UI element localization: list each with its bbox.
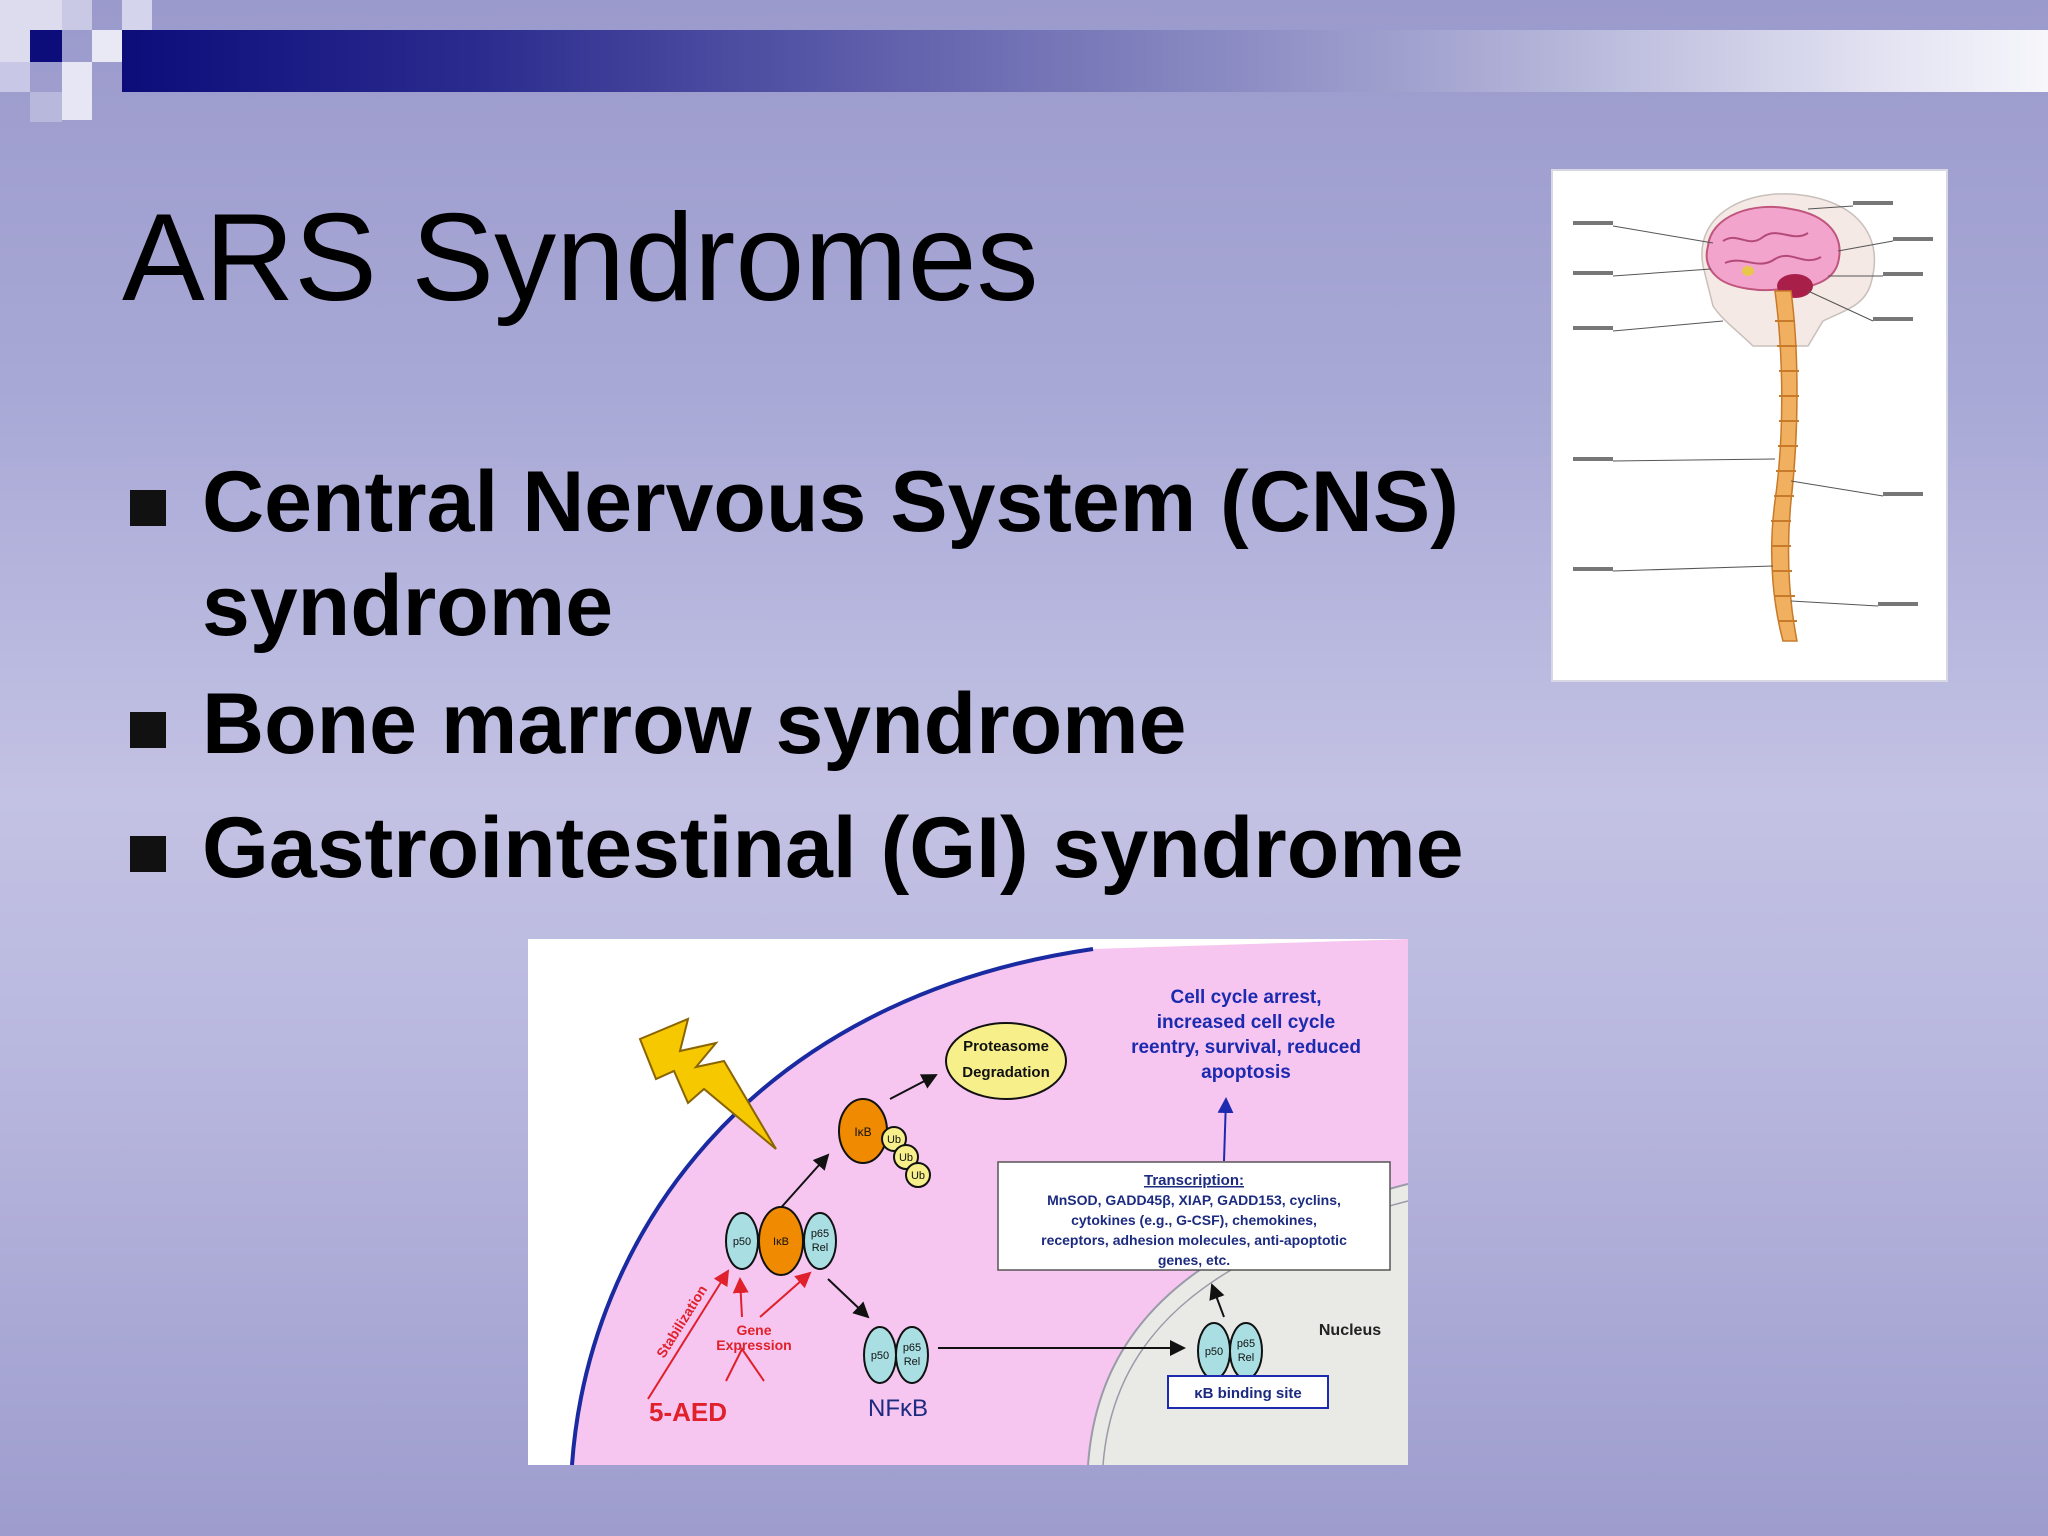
label-leaders <box>1612 205 1894 607</box>
ubiquitin-circle <box>905 1162 931 1188</box>
proteasome-label: Proteasome <box>963 1038 1049 1055</box>
decor-square <box>92 30 122 62</box>
outcome-line: Cell cycle arrest, <box>1170 987 1321 1008</box>
nfkb-label: NFκB <box>868 1395 928 1422</box>
bullet-text: Central Nervous System (CNS) syndrome <box>202 454 1459 654</box>
decor-square <box>30 30 62 62</box>
ub-label: Ub <box>887 1134 901 1146</box>
drug-label: 5-AED <box>649 1397 727 1427</box>
brain-folds <box>1722 232 1822 265</box>
outcome-line: reentry, survival, reduced <box>1131 1037 1361 1058</box>
brain-shape <box>1705 205 1841 291</box>
transcription-line: genes, etc. <box>1158 1252 1230 1268</box>
p65-label: p65 <box>811 1228 829 1240</box>
header-gradient-bar <box>122 30 2048 92</box>
ikb-label: IκB <box>773 1236 789 1248</box>
gene-expression-arrow <box>732 1277 749 1318</box>
p65-label: p65 <box>903 1342 921 1354</box>
ikb-release-arrow <box>777 1153 830 1212</box>
square-bullet-icon <box>130 712 166 748</box>
decor-square <box>0 62 30 92</box>
transcription-box <box>997 1161 1391 1271</box>
cell-membrane <box>570 947 1094 1466</box>
gene-label: Gene <box>736 1322 771 1338</box>
binding-site-box <box>1167 1375 1329 1409</box>
p50-label: p50 <box>871 1350 889 1362</box>
degradation-label: Degradation <box>962 1064 1050 1081</box>
stabilization-arrow <box>647 1269 730 1400</box>
decor-square <box>62 62 92 120</box>
brain-spinal-cord-illustration <box>1573 193 1933 642</box>
spinal-column <box>1770 290 1798 642</box>
gene-expression-arrow <box>759 1271 812 1318</box>
bullet-text: Gastrointestinal (GI) syndrome <box>202 800 1464 896</box>
p65-rel-subunit <box>803 1212 837 1270</box>
rel-label: Rel <box>812 1242 829 1254</box>
brain-spinal-cord-image <box>1553 171 1946 680</box>
outcome-arrow <box>1217 1097 1234 1162</box>
gene-expression-branch <box>725 1347 765 1382</box>
ubiquitin-circle <box>881 1126 907 1152</box>
activation-arrow <box>827 1278 870 1319</box>
transcription-title: Transcription: <box>1144 1172 1244 1189</box>
outcome-line: increased cell cycle <box>1157 1012 1336 1033</box>
bullet-list: Central Nervous System (CNS) syndrome Bo… <box>120 450 1580 900</box>
bullet-text: Bone marrow syndrome <box>202 676 1187 772</box>
rel-label: Rel <box>904 1356 921 1368</box>
ub-label: Ub <box>899 1152 913 1164</box>
degradation-arrow <box>889 1074 938 1100</box>
outcome-text: Cell cycle arrest, increased cell cycle … <box>1131 987 1361 1083</box>
bullet-item: Central Nervous System (CNS) syndrome <box>120 450 1580 658</box>
transcription-genes: MnSOD, GADD45β, XIAP, GADD153, cyclins, … <box>1041 1192 1347 1268</box>
p65-label: p65 <box>1237 1338 1255 1350</box>
p65-rel-subunit <box>1229 1322 1263 1380</box>
transcription-line: cytokines (e.g., G-CSF), chemokines, <box>1071 1212 1317 1228</box>
bullet-item: Bone marrow syndrome <box>120 672 1580 776</box>
square-bullet-icon <box>130 836 166 872</box>
decor-square <box>30 92 62 122</box>
rel-label: Rel <box>1238 1352 1255 1364</box>
radiation-bolt-icon <box>638 1017 777 1150</box>
binding-site-label: κB binding site <box>1194 1385 1302 1402</box>
nfkb-pathway-diagram: Proteasome Degradation Cell cycle arrest… <box>528 939 1409 1466</box>
ub-label: Ub <box>911 1170 925 1182</box>
thalamus-shape <box>1742 266 1754 276</box>
transcription-line: MnSOD, GADD45β, XIAP, GADD153, cyclins, <box>1047 1192 1341 1208</box>
bullet-item: Gastrointestinal (GI) syndrome <box>120 796 1580 900</box>
proteasome-ellipse <box>945 1022 1067 1100</box>
tiny-labels <box>1573 201 1933 606</box>
vertebrae-lines <box>1771 320 1799 622</box>
pathway-svg: Proteasome Degradation Cell cycle arrest… <box>570 939 1409 1466</box>
p65-rel-subunit <box>895 1326 929 1384</box>
decor-square <box>122 0 152 30</box>
p50-label: p50 <box>733 1236 751 1248</box>
ubiquitin-circle <box>893 1144 919 1170</box>
slide-title: ARS Syndromes <box>122 189 1039 327</box>
outcome-line: apoptosis <box>1201 1062 1291 1083</box>
decor-square <box>62 0 92 30</box>
p50-label: p50 <box>1205 1346 1223 1358</box>
expression-label: Expression <box>716 1337 791 1353</box>
transcription-line: receptors, adhesion molecules, anti-apop… <box>1041 1232 1347 1248</box>
ikb-label: IκB <box>854 1125 871 1139</box>
transcription-arrow <box>1209 1283 1225 1318</box>
nucleus-label: Nucleus <box>1319 1322 1381 1339</box>
square-bullet-icon <box>130 490 166 526</box>
